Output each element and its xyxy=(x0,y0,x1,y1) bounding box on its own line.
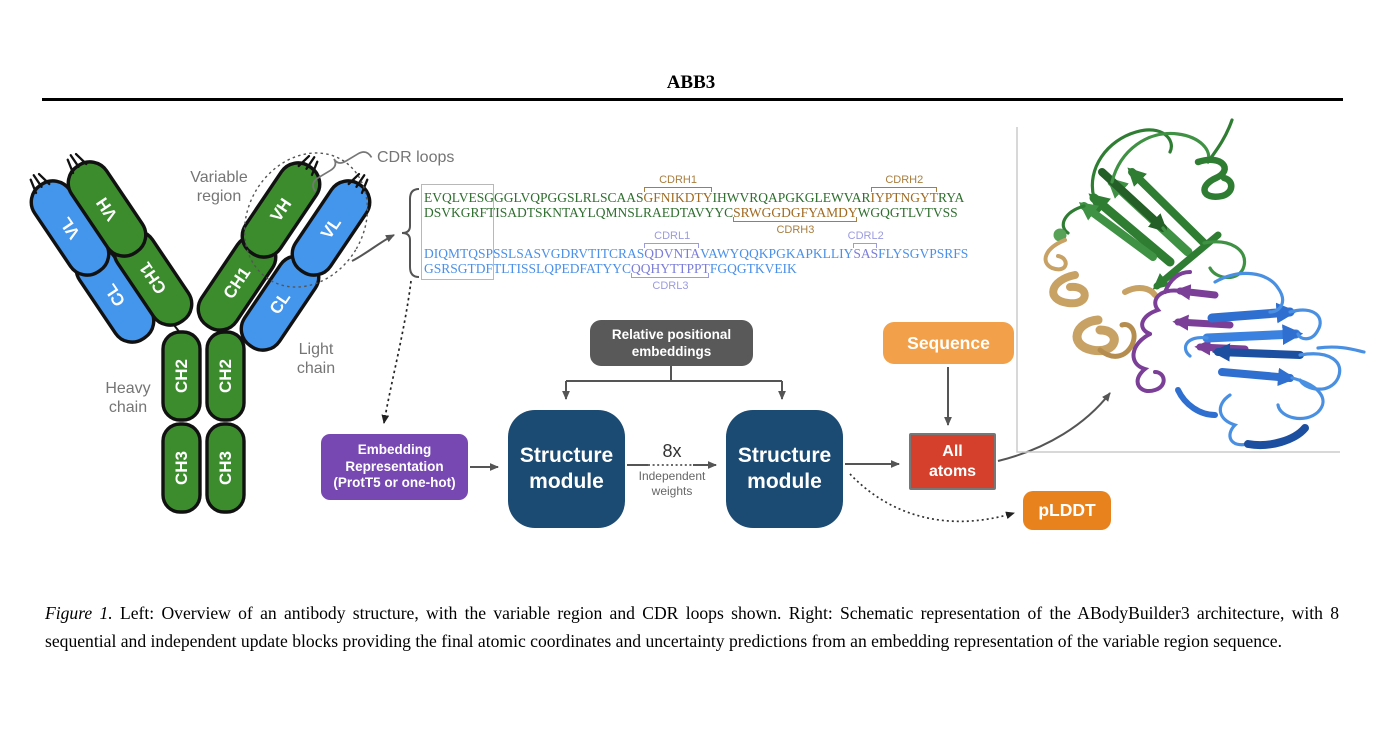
framework-segment: DIQMTQSPSSLSASVGDRVTITCRAS xyxy=(424,246,645,261)
domain-ch2-left xyxy=(161,330,202,422)
framework-segment: RYA xyxy=(938,190,965,205)
arrow-all-atoms-to-structure-image xyxy=(997,392,1111,462)
figure-caption: Figure 1. Left: Overview of an antibody … xyxy=(45,599,1339,655)
cdr-spikes xyxy=(29,152,369,195)
cdr-bracket xyxy=(644,243,700,248)
dotted-arrow-to-embedding xyxy=(381,280,412,424)
sequence-brace xyxy=(401,188,420,278)
cdr-label: CDRL1 xyxy=(654,230,691,242)
connectors xyxy=(351,127,1340,523)
framework-segment: FGQGTKVEIK xyxy=(709,261,797,276)
arrow-antibody-to-sequence xyxy=(351,234,395,262)
domain-label-ch2r: CH2 xyxy=(216,359,235,393)
sequence-box: Sequence xyxy=(883,322,1014,364)
cdr-loops-brace xyxy=(312,151,373,192)
antibody-diagram: VL VH CL CH1 VH VL CH1 CL CH2 CH2 CH3 CH… xyxy=(29,151,373,514)
figure-caption-prefix: Figure 1. xyxy=(45,603,113,623)
framework-segment: VAWYQQKPGKAPKLLIY xyxy=(700,246,854,261)
domain-ch3-left xyxy=(161,422,202,514)
plddt-box: pLDDT xyxy=(1023,491,1111,530)
variable-region-outline xyxy=(243,152,369,288)
cdr-bracket xyxy=(643,187,712,192)
cdr-label: CDRL3 xyxy=(652,280,689,292)
domain-label-ch2l: CH2 xyxy=(172,359,191,393)
cdr-bracket xyxy=(733,217,857,222)
domain-label-ch3l: CH3 xyxy=(172,451,191,485)
cdr-label: CDRH1 xyxy=(659,174,697,186)
independent-weights-label: Independent weights xyxy=(638,469,706,498)
cdr-label: CDRH3 xyxy=(776,224,815,236)
framework-segment: GSRSGTDFTLTISSLQPEDFATYYC xyxy=(424,261,632,276)
title-rule xyxy=(42,98,1343,101)
domain-label-ch3r: CH3 xyxy=(216,451,235,485)
all-atoms-box: All atoms xyxy=(909,433,996,490)
structure-panel-border xyxy=(1016,127,1340,453)
domain-vl-right xyxy=(290,179,372,277)
framework-segment: IHWVRQAPGKGLEWVAR xyxy=(712,190,871,205)
structure-module-box-2: Structure module xyxy=(726,410,843,528)
cdr-label: CDRL2 xyxy=(847,230,884,242)
heavy-chain-sequence-line: DSVKGRFTISADTSKNTAYLQMNSLRAEDTAVYYCSRWGG… xyxy=(424,205,968,236)
cdr-bracket xyxy=(870,187,938,192)
framework-segment: WGQGTLVTVSS xyxy=(857,205,958,220)
page-title: ABB3 xyxy=(666,72,716,93)
cdr-bracket xyxy=(631,273,709,278)
protein-structure-image xyxy=(1043,118,1366,449)
light-chain-label: Light chain xyxy=(296,341,336,377)
framework-segment: EVQLVESGGGLVQPGGSLRLSCAAS xyxy=(424,190,644,205)
domain-ch2-right xyxy=(205,330,246,422)
domain-vh-right xyxy=(240,161,322,259)
dotted-arrow-to-plddt xyxy=(849,473,1015,523)
framework-segment: DSVKGRFTISADTSKNTAYLQMNSLRAEDTAVYYC xyxy=(424,205,734,220)
embedding-representation-box: Embedding Representation (ProtT5 or one-… xyxy=(321,434,468,500)
heavy-chain-label: Heavy chain xyxy=(105,380,151,416)
framework-segment: FLYSGVPSRFS xyxy=(878,246,969,261)
domain-ch3-right xyxy=(205,422,246,514)
variable-region-label: Variable region xyxy=(190,169,248,205)
relative-positional-embeddings-box: Relative positional embeddings xyxy=(590,320,753,366)
cdr-loops-label: CDR loops xyxy=(377,149,455,166)
multiplier-label: 8x xyxy=(662,441,682,461)
cdr-label: CDRH2 xyxy=(885,174,924,186)
figure-caption-body: Left: Overview of an antibody structure,… xyxy=(45,603,1339,651)
cdr-bracket xyxy=(853,243,878,248)
structure-module-box-1: Structure module xyxy=(508,410,625,528)
